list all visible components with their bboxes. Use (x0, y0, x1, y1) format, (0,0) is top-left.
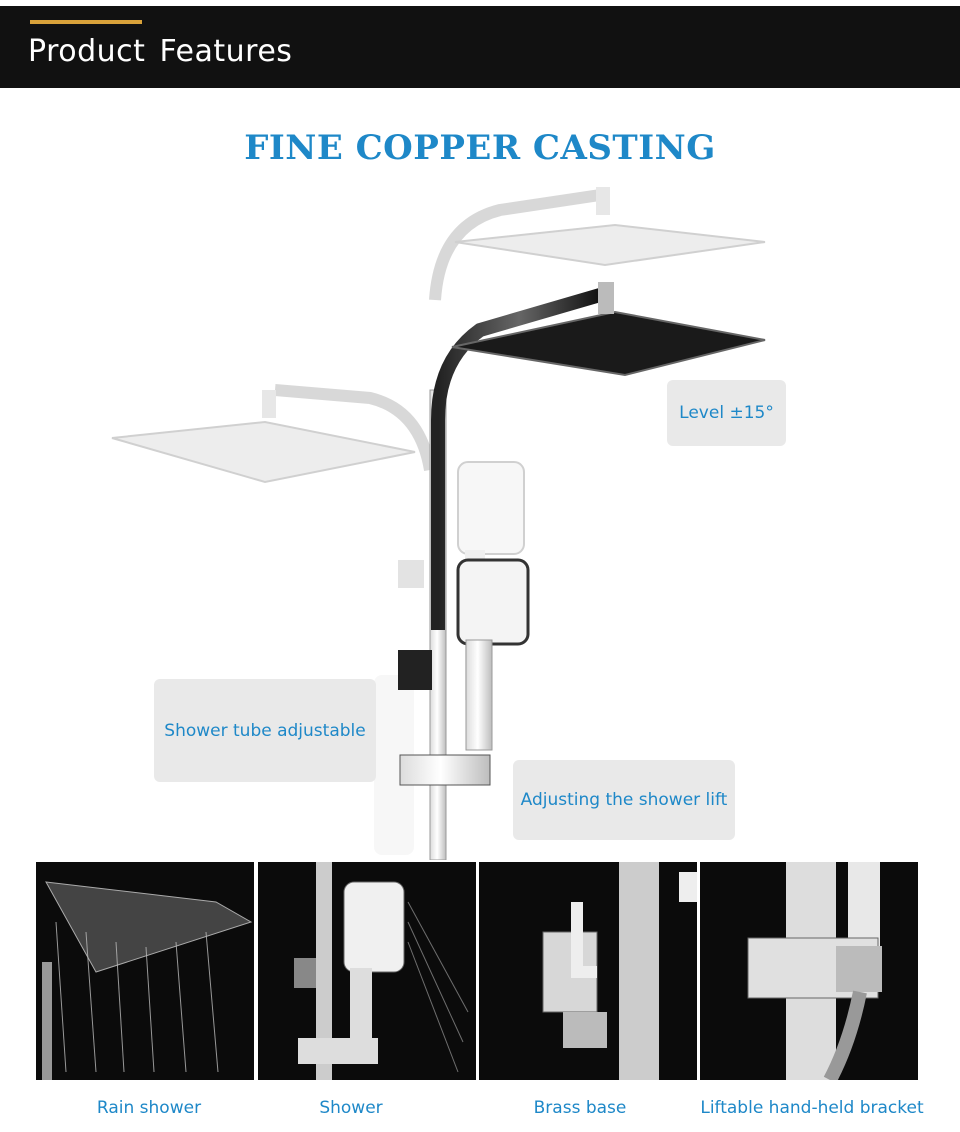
page-title: FINE COPPER CASTING (244, 128, 716, 168)
callout-tube-adjustable: Shower tube adjustable (154, 679, 376, 782)
section-header: Product Features (0, 6, 960, 88)
slide-bracket (399, 754, 491, 786)
caption-liftable-bracket: Liftable hand-held bracket (700, 1098, 924, 1118)
callout-shower-lift: Adjusting the shower lift (513, 760, 735, 840)
rain-shower-photo (36, 862, 254, 1080)
main-arm (431, 288, 602, 630)
feature-thumbnails (36, 862, 918, 1080)
caption-brass-base: Brass base (533, 1098, 627, 1118)
hand-shower-photo (258, 862, 476, 1080)
shower-system-illustration (111, 187, 766, 860)
main-hand-shower (456, 558, 530, 751)
brass-base-photo (479, 862, 697, 1080)
ghost-hand-shower-lower (374, 675, 414, 855)
header-accent-line (30, 20, 142, 24)
ghost-wall-bracket (398, 560, 424, 588)
bracket-photo (700, 862, 918, 1080)
ghost-rain-head-left (111, 384, 436, 484)
caption-shower: Shower (319, 1098, 383, 1118)
ghost-rain-head-top (429, 187, 766, 301)
caption-rain-shower: Rain shower (96, 1098, 202, 1118)
main-rain-head (451, 282, 766, 377)
callout-level: Level ±15° (667, 380, 786, 446)
wall-bracket (398, 650, 432, 690)
section-title: Product Features (28, 34, 293, 69)
